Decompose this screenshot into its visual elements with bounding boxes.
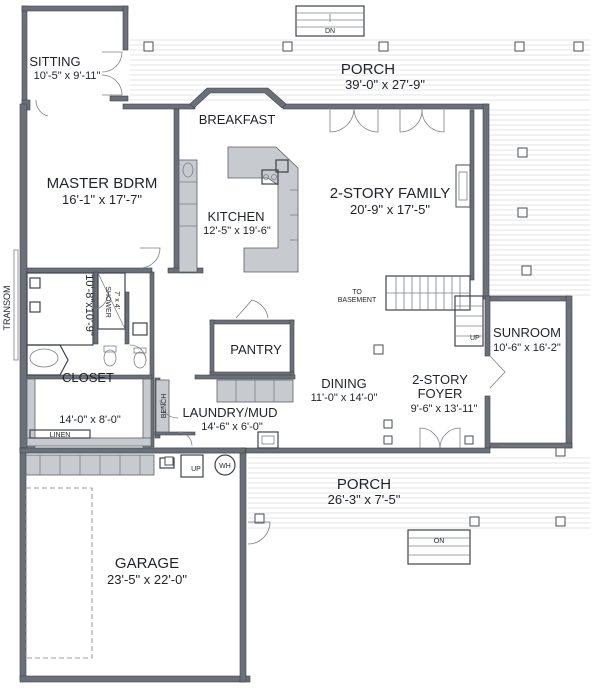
- kitchen-dims: 12'-5" x 19'-6": [203, 225, 271, 237]
- master-name: MASTER BDRM: [47, 175, 158, 192]
- stair-up-label: UP: [191, 466, 201, 473]
- exterior-walls: [19, 5, 573, 683]
- sitting-name: SITTING: [29, 54, 80, 69]
- porch-top-dims: 39'-0" x 27'-9": [345, 77, 425, 92]
- porch-top-name: PORCH: [341, 61, 395, 78]
- family-name: 2-STORY FAMILY: [330, 185, 451, 202]
- south-window-strip: UP WH: [25, 454, 236, 478]
- sitting-dims: 10'-5" x 9'-11": [34, 70, 101, 82]
- porch-bottom-dims: 26'-3" x 7'-5": [328, 492, 401, 507]
- sunroom-windows: [500, 298, 570, 447]
- bath-dims: 10'-8"x10'-9": [83, 274, 95, 336]
- dining-name: DINING: [321, 376, 367, 391]
- porch-bottom-deck: ON: [248, 457, 590, 565]
- porch-top-steps: DN: [295, 5, 365, 37]
- closet-name: CLOSET: [62, 370, 114, 385]
- room-labels: SITTING 10'-5" x 9'-11" PORCH 39'-0" x 2…: [2, 54, 561, 587]
- breakfast-name: BREAKFAST: [199, 112, 276, 127]
- laundry-fixtures: [216, 379, 294, 449]
- fireplace: [455, 164, 471, 208]
- closet-dims: 14'-0" x 8'-0": [59, 414, 121, 426]
- kitchen-counters: [178, 146, 299, 273]
- steps-dn-label: DN: [325, 28, 335, 35]
- sunroom-dims: 10'-6" x 16'-2": [493, 342, 561, 354]
- bath-fixtures: [26, 272, 148, 376]
- bench: [155, 379, 170, 433]
- foyer-dims: 9'-6" x 13'-11": [411, 403, 478, 415]
- foyer-name: 2-STORY: [412, 372, 468, 387]
- steps-on-label: ON: [434, 538, 445, 545]
- bench-label: BENCH: [161, 394, 168, 419]
- misc-posts: [164, 419, 474, 466]
- porch-top-posts: [143, 41, 584, 457]
- family-dims: 20'-9" x 17'-5": [350, 202, 430, 217]
- linen-label: LINEN: [50, 432, 71, 439]
- laundry-dims: 14'-6" x 6'-0": [201, 421, 263, 433]
- doors: [35, 51, 506, 545]
- laundry-name: LAUNDRY/MUD: [182, 405, 277, 420]
- main-stairs: UP: [385, 275, 484, 347]
- garage-name: GARAGE: [115, 555, 179, 572]
- transom-label: TRANSOM: [2, 286, 12, 331]
- shower-name: SHOWER: [104, 286, 111, 318]
- porch-bottom-name: PORCH: [337, 476, 391, 493]
- to-basement-label-2: BASEMENT: [338, 297, 377, 304]
- pantry-name: PANTRY: [230, 342, 282, 357]
- stair-up-label-2: UP: [470, 335, 480, 342]
- to-basement-label-1: TO: [352, 289, 362, 296]
- closet-shelving: [26, 378, 152, 448]
- garage-dims: 23'-5" x 22'-0": [107, 572, 187, 587]
- foyer-name-2: FOYER: [418, 386, 463, 401]
- kitchen-name: KITCHEN: [207, 209, 264, 224]
- dining-dims: 11'-0" x 14'-0": [311, 392, 378, 404]
- interior-walls: [19, 108, 296, 454]
- water-heater-label: WH: [219, 463, 231, 470]
- transom-window: [13, 249, 19, 361]
- shower-size: 7' x 4': [113, 291, 120, 309]
- garage-door-outline: [25, 487, 93, 659]
- sunroom-name: SUNROOM: [493, 325, 561, 340]
- master-dims: 16'-1" x 17'-7": [62, 192, 142, 207]
